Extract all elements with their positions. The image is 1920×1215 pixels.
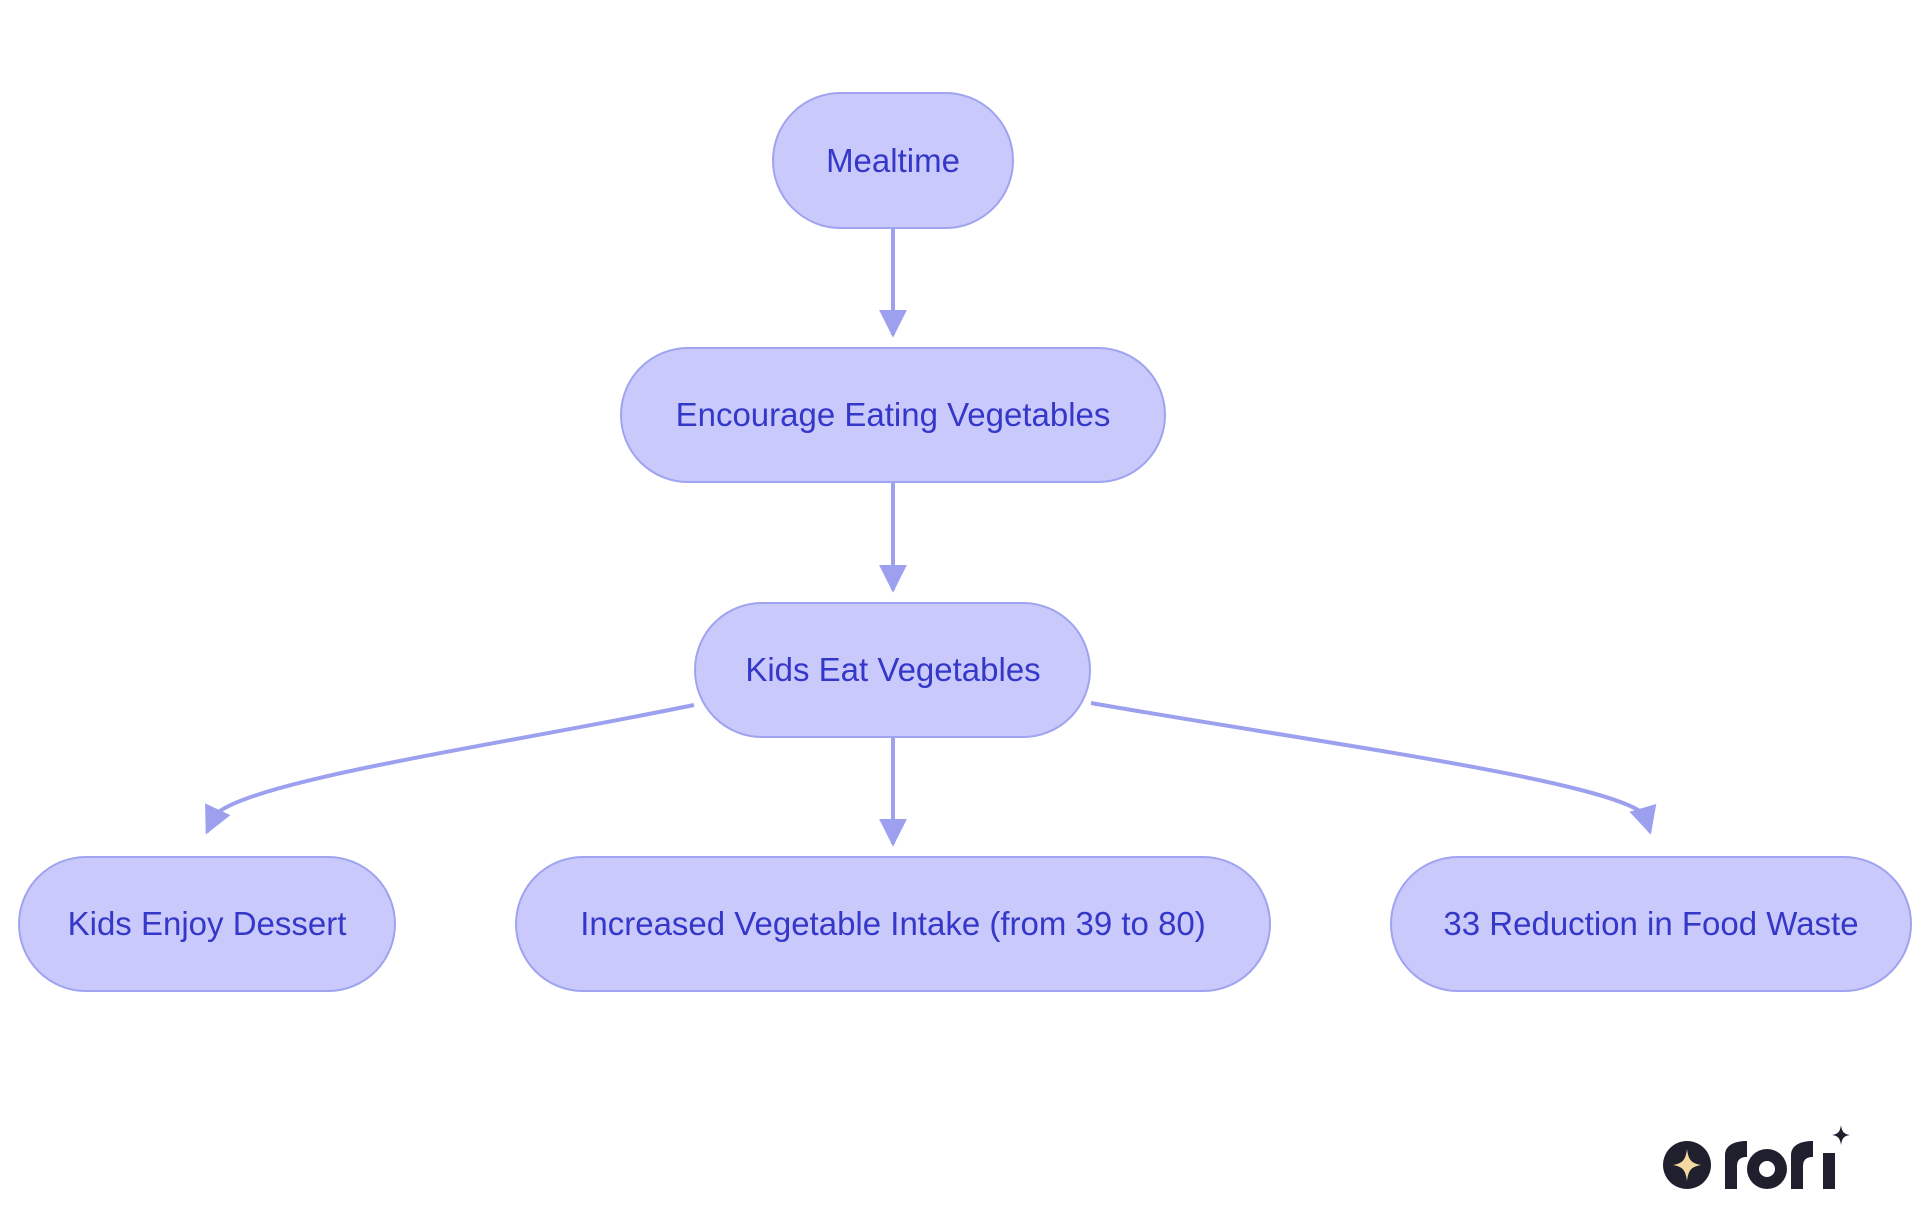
node-label: 33 Reduction in Food Waste — [1443, 905, 1858, 942]
rori-logo — [1663, 1125, 1850, 1189]
node-label: Kids Enjoy Dessert — [68, 905, 347, 942]
edges — [205, 228, 1657, 847]
node-shape — [694, 602, 1091, 738]
node-shape — [772, 92, 1014, 229]
node-encourage-eating-vegetables[interactable]: Encourage Eating Vegetables — [620, 347, 1166, 483]
node-shape — [620, 347, 1166, 483]
node-label: Mealtime — [826, 142, 960, 179]
node-increased-vegetable-intake[interactable]: Increased Vegetable Intake (from 39 to 8… — [515, 856, 1271, 992]
edge-kids-eat-waste — [1090, 701, 1657, 835]
node-kids-enjoy-dessert[interactable]: Kids Enjoy Dessert — [18, 856, 396, 992]
node-label: Increased Vegetable Intake (from 39 to 8… — [580, 905, 1206, 942]
node-reduction-in-food-waste[interactable]: 33 Reduction in Food Waste — [1390, 856, 1912, 992]
node-label: Encourage Eating Vegetables — [676, 396, 1111, 433]
logo-wordmark — [1725, 1125, 1850, 1189]
node-shape — [18, 856, 396, 992]
node-label: Kids Eat Vegetables — [745, 651, 1040, 688]
sparkle-icon — [1663, 1141, 1711, 1189]
node-shape — [515, 856, 1271, 992]
node-kids-eat-vegetables[interactable]: Kids Eat Vegetables — [694, 602, 1091, 738]
edge-kids-eat-dessert — [205, 703, 695, 835]
node-shape — [1390, 856, 1912, 992]
node-mealtime[interactable]: Mealtime — [772, 92, 1014, 229]
